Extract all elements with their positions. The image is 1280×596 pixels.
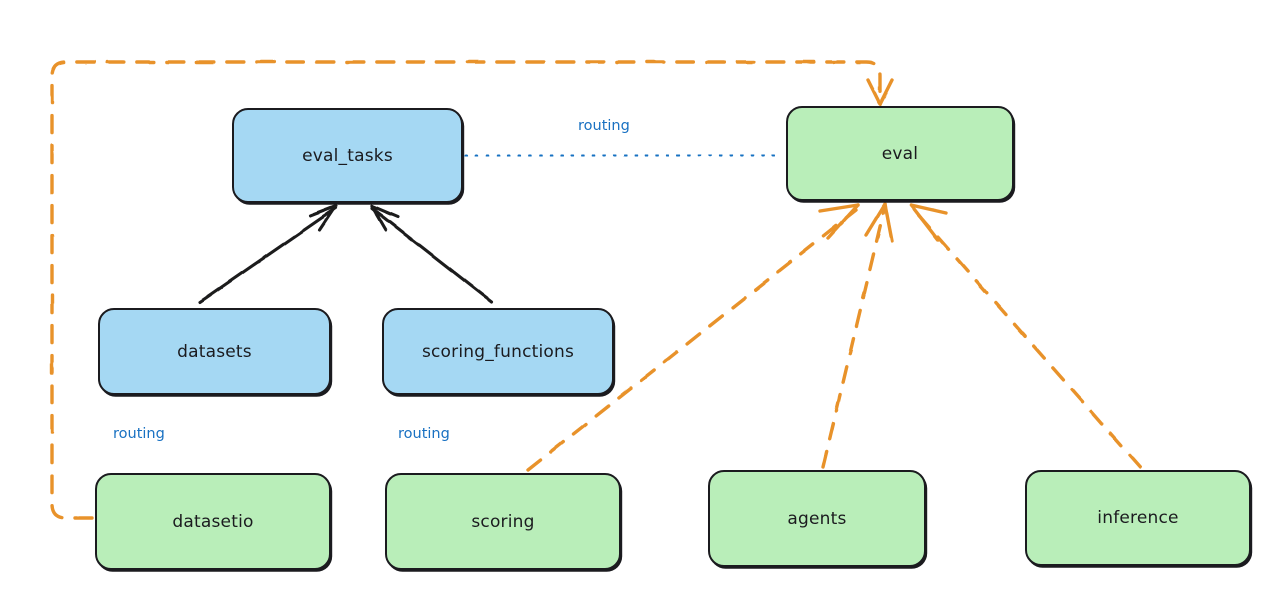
node-label: scoring	[471, 511, 535, 532]
node-scoring-functions[interactable]: scoring_functions	[382, 308, 614, 395]
node-label: datasets	[177, 341, 252, 362]
edge-datasets-eval_tasks	[198, 204, 338, 304]
edge-scoring-eval	[526, 203, 860, 472]
node-label: inference	[1097, 508, 1179, 528]
node-scoring[interactable]: scoring	[385, 473, 621, 570]
edge-agents-eval	[821, 202, 894, 469]
node-label: agents	[787, 508, 847, 529]
node-eval-tasks[interactable]: eval_tasks	[232, 108, 463, 203]
node-label: eval_tasks	[302, 145, 393, 166]
node-eval[interactable]: eval	[786, 106, 1014, 201]
edge-label-routing-eval-tasks-eval: routing	[578, 118, 630, 134]
edge-scoring_functions-eval_tasks	[370, 204, 494, 304]
edge-label-routing-datasets-datasetio: routing	[113, 426, 165, 442]
node-agents[interactable]: agents	[708, 470, 926, 567]
node-label: eval	[881, 143, 919, 164]
node-label: datasetio	[172, 511, 254, 532]
edge-eval_tasks-eval	[464, 153, 785, 158]
node-datasets[interactable]: datasets	[98, 308, 331, 395]
edge-inference-eval	[909, 203, 1142, 469]
node-label: scoring_functions	[421, 341, 575, 362]
node-inference[interactable]: inference	[1025, 470, 1251, 566]
edge-label-routing-scoring-functions-scoring: routing	[398, 426, 450, 442]
node-datasetio[interactable]: datasetio	[95, 473, 331, 570]
edge-datasetio-eval	[50, 60, 894, 520]
